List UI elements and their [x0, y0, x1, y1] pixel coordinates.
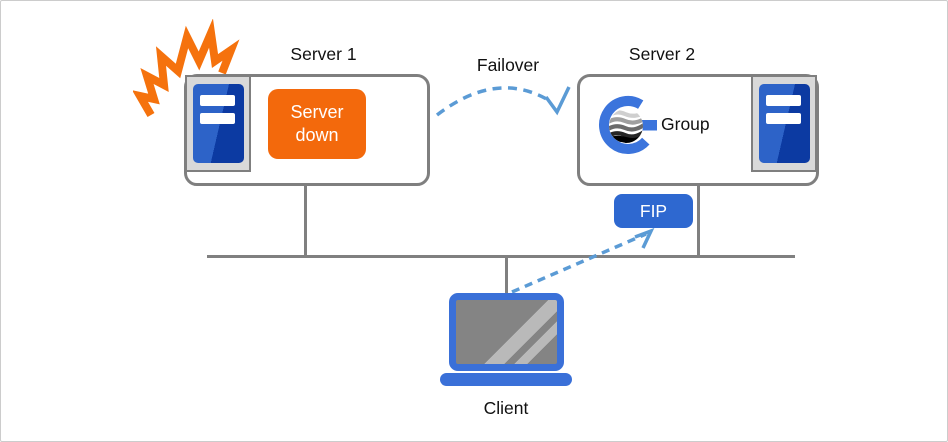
- server2-network-connector: [697, 185, 700, 258]
- server-slot: [200, 113, 235, 124]
- client-network-connector: [505, 257, 508, 294]
- server1-network-connector: [304, 185, 307, 258]
- server-down-badge: Server down: [268, 89, 366, 159]
- laptop-base: [440, 373, 572, 386]
- server1-tower-icon: [185, 75, 251, 172]
- laptop-screen-glare: [456, 300, 557, 364]
- crash-burst-icon: [133, 19, 240, 118]
- server-slot: [766, 95, 801, 106]
- server1-title: Server 1: [290, 44, 357, 64]
- client-label: Client: [483, 398, 529, 418]
- server2-tower-icon: [751, 75, 817, 172]
- group-label: Group: [661, 114, 710, 134]
- failover-label: Failover: [476, 55, 540, 75]
- server-slot: [766, 113, 801, 124]
- server-slot: [200, 95, 235, 106]
- network-bus-line: [207, 255, 795, 258]
- server2-title: Server 2: [628, 44, 696, 64]
- fip-box: FIP: [614, 194, 693, 228]
- server-tower-body: [759, 84, 810, 163]
- server-tower-body: [193, 84, 244, 163]
- laptop-icon: [449, 293, 564, 371]
- cluster-group-logo-icon: [599, 96, 657, 154]
